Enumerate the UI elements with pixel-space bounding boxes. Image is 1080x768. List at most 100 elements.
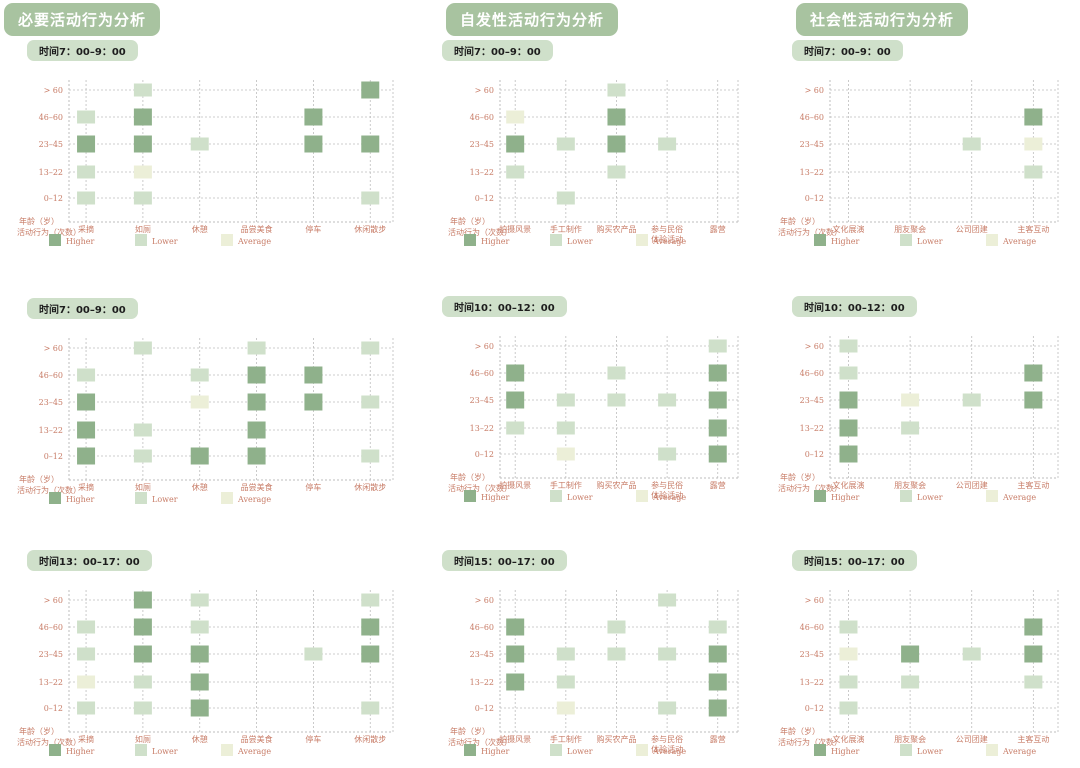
x-tick-label: 品尝美食 <box>241 482 273 492</box>
legend-label: Average <box>1002 493 1036 502</box>
heatmap-cell-lower <box>361 191 380 205</box>
x-tick-label: 停车 <box>305 734 321 744</box>
heatmap-svg: 0–1213–2223–4546–60> 60采摘如厕休憩品尝美食停车休闲散步年… <box>17 80 394 246</box>
heatmap-cell-lower <box>556 393 575 407</box>
legend-label: Lower <box>152 495 178 504</box>
y-axis-title: 年龄（岁） <box>780 472 820 482</box>
legend-swatch-lower <box>135 744 147 756</box>
heatmap-cell-higher <box>361 135 380 153</box>
y-axis-title: 年龄（岁） <box>19 216 59 226</box>
x-tick-label: 品尝美食 <box>241 734 273 744</box>
x-tick-label: 文化展演 <box>832 224 864 234</box>
heatmap-cell-lower <box>77 701 96 715</box>
x-tick-label: 主客互动 <box>1017 734 1049 744</box>
y-tick-label: 0–12 <box>805 450 824 459</box>
x-tick-label: 采摘 <box>78 734 94 744</box>
legend-swatch-lower <box>900 744 912 756</box>
x-tick-label: 露营 <box>710 224 726 234</box>
y-tick-label: 0–12 <box>44 704 63 713</box>
x-tick-label: 公司团建 <box>956 224 988 234</box>
heatmap-cell-lower <box>77 368 96 382</box>
heatmap-svg: 0–1213–2223–4546–60> 60文化展演朋友聚会公司团建主客互动年… <box>778 336 1059 502</box>
legend-label: Lower <box>152 237 178 246</box>
x-axis-title: 活动行为（次数） <box>17 737 81 747</box>
heatmap-cell-lower <box>556 647 575 661</box>
heatmap-cell-higher <box>77 421 96 439</box>
heatmap-cell-higher <box>361 645 380 663</box>
x-tick-label: 采摘 <box>78 482 94 492</box>
y-axis-title: 年龄（岁） <box>780 726 820 736</box>
x-tick-label: 公司团建 <box>956 480 988 490</box>
heatmap-cell-lower <box>658 447 677 461</box>
heatmap-cell-lower <box>839 701 858 715</box>
heatmap-cell-higher <box>506 135 525 153</box>
y-tick-label: > 60 <box>475 342 494 351</box>
heatmap-cell-lower <box>77 165 96 179</box>
x-tick-label: 拍摄风景 <box>499 224 531 234</box>
legend-label: Average <box>1002 747 1036 756</box>
legend-label: Higher <box>831 747 860 756</box>
y-tick-label: 23–45 <box>39 398 63 407</box>
heatmap-cell-average <box>556 701 575 715</box>
y-tick-label: > 60 <box>805 596 824 605</box>
x-tick-label: 主客互动 <box>1017 480 1049 490</box>
heatmap-cell-lower <box>133 675 152 689</box>
legend-swatch-higher <box>814 234 826 246</box>
y-tick-label: 13–22 <box>39 426 63 435</box>
heatmap-cell-higher <box>708 391 727 409</box>
y-tick-label: 46–60 <box>39 371 63 380</box>
y-axis-title: 年龄（岁） <box>19 726 59 736</box>
time-range-label: 时间10：00–12：00 <box>442 296 567 317</box>
heatmap-cell-higher <box>839 391 858 409</box>
y-tick-label: 46–60 <box>39 623 63 632</box>
y-tick-label: 0–12 <box>805 194 824 203</box>
heatmap-cell-higher <box>190 645 209 663</box>
heatmap-svg: 0–1213–2223–4546–60> 60文化展演朋友聚会公司团建主客互动年… <box>778 80 1059 246</box>
heatmap-svg: 0–1213–2223–4546–60> 60采摘如厕休憩品尝美食停车休闲散步年… <box>17 338 394 504</box>
heatmap-cell-higher <box>133 618 152 636</box>
y-tick-label: > 60 <box>44 86 63 95</box>
heatmap-cell-lower <box>658 647 677 661</box>
heatmap-cell-lower <box>658 137 677 151</box>
heatmap-cell-lower <box>607 165 626 179</box>
heatmap-cell-higher <box>708 445 727 463</box>
column-title-social: 社会性活动行为分析 <box>796 3 969 36</box>
heatmap-cell-higher <box>708 364 727 382</box>
legend-label: Lower <box>567 237 593 246</box>
x-tick-label: 休憩 <box>192 734 208 744</box>
y-tick-label: 46–60 <box>800 113 824 122</box>
heatmap-cell-lower <box>962 137 981 151</box>
legend-label: Higher <box>66 747 95 756</box>
y-tick-label: 13–22 <box>39 168 63 177</box>
heatmap-cell-higher <box>77 447 96 465</box>
heatmap-cell-lower <box>839 366 858 380</box>
heatmap-svg: 0–1213–2223–4546–60> 60文化展演朋友聚会公司团建主客互动年… <box>778 590 1059 756</box>
heatmap-cell-lower <box>190 593 209 607</box>
legend-label: Lower <box>917 237 943 246</box>
heatmap-cell-average <box>839 647 858 661</box>
y-tick-label: 0–12 <box>475 704 494 713</box>
heatmap-cell-higher <box>247 447 266 465</box>
heatmap-cell-lower <box>247 341 266 355</box>
legend-swatch-higher <box>49 744 61 756</box>
y-tick-label: 13–22 <box>800 678 824 687</box>
heatmap-cell-lower <box>190 137 209 151</box>
heatmap-cell-lower <box>77 647 96 661</box>
heatmap-cell-higher <box>708 419 727 437</box>
heatmap-cell-average <box>556 447 575 461</box>
heatmap-cell-lower <box>708 339 727 353</box>
y-tick-label: 13–22 <box>800 424 824 433</box>
y-tick-label: 13–22 <box>470 678 494 687</box>
heatmap-cell-higher <box>708 645 727 663</box>
y-tick-label: 0–12 <box>475 450 494 459</box>
x-tick-label: 参与民俗 <box>651 480 683 490</box>
heatmap-cell-higher <box>506 391 525 409</box>
heatmap-cell-lower <box>839 620 858 634</box>
heatmap-cell-lower <box>133 449 152 463</box>
x-tick-label: 参与民俗 <box>651 224 683 234</box>
legend-label: Higher <box>831 237 860 246</box>
legend-swatch-higher <box>49 492 61 504</box>
heatmap-cell-lower <box>607 366 626 380</box>
heatmap-cell-higher <box>506 364 525 382</box>
